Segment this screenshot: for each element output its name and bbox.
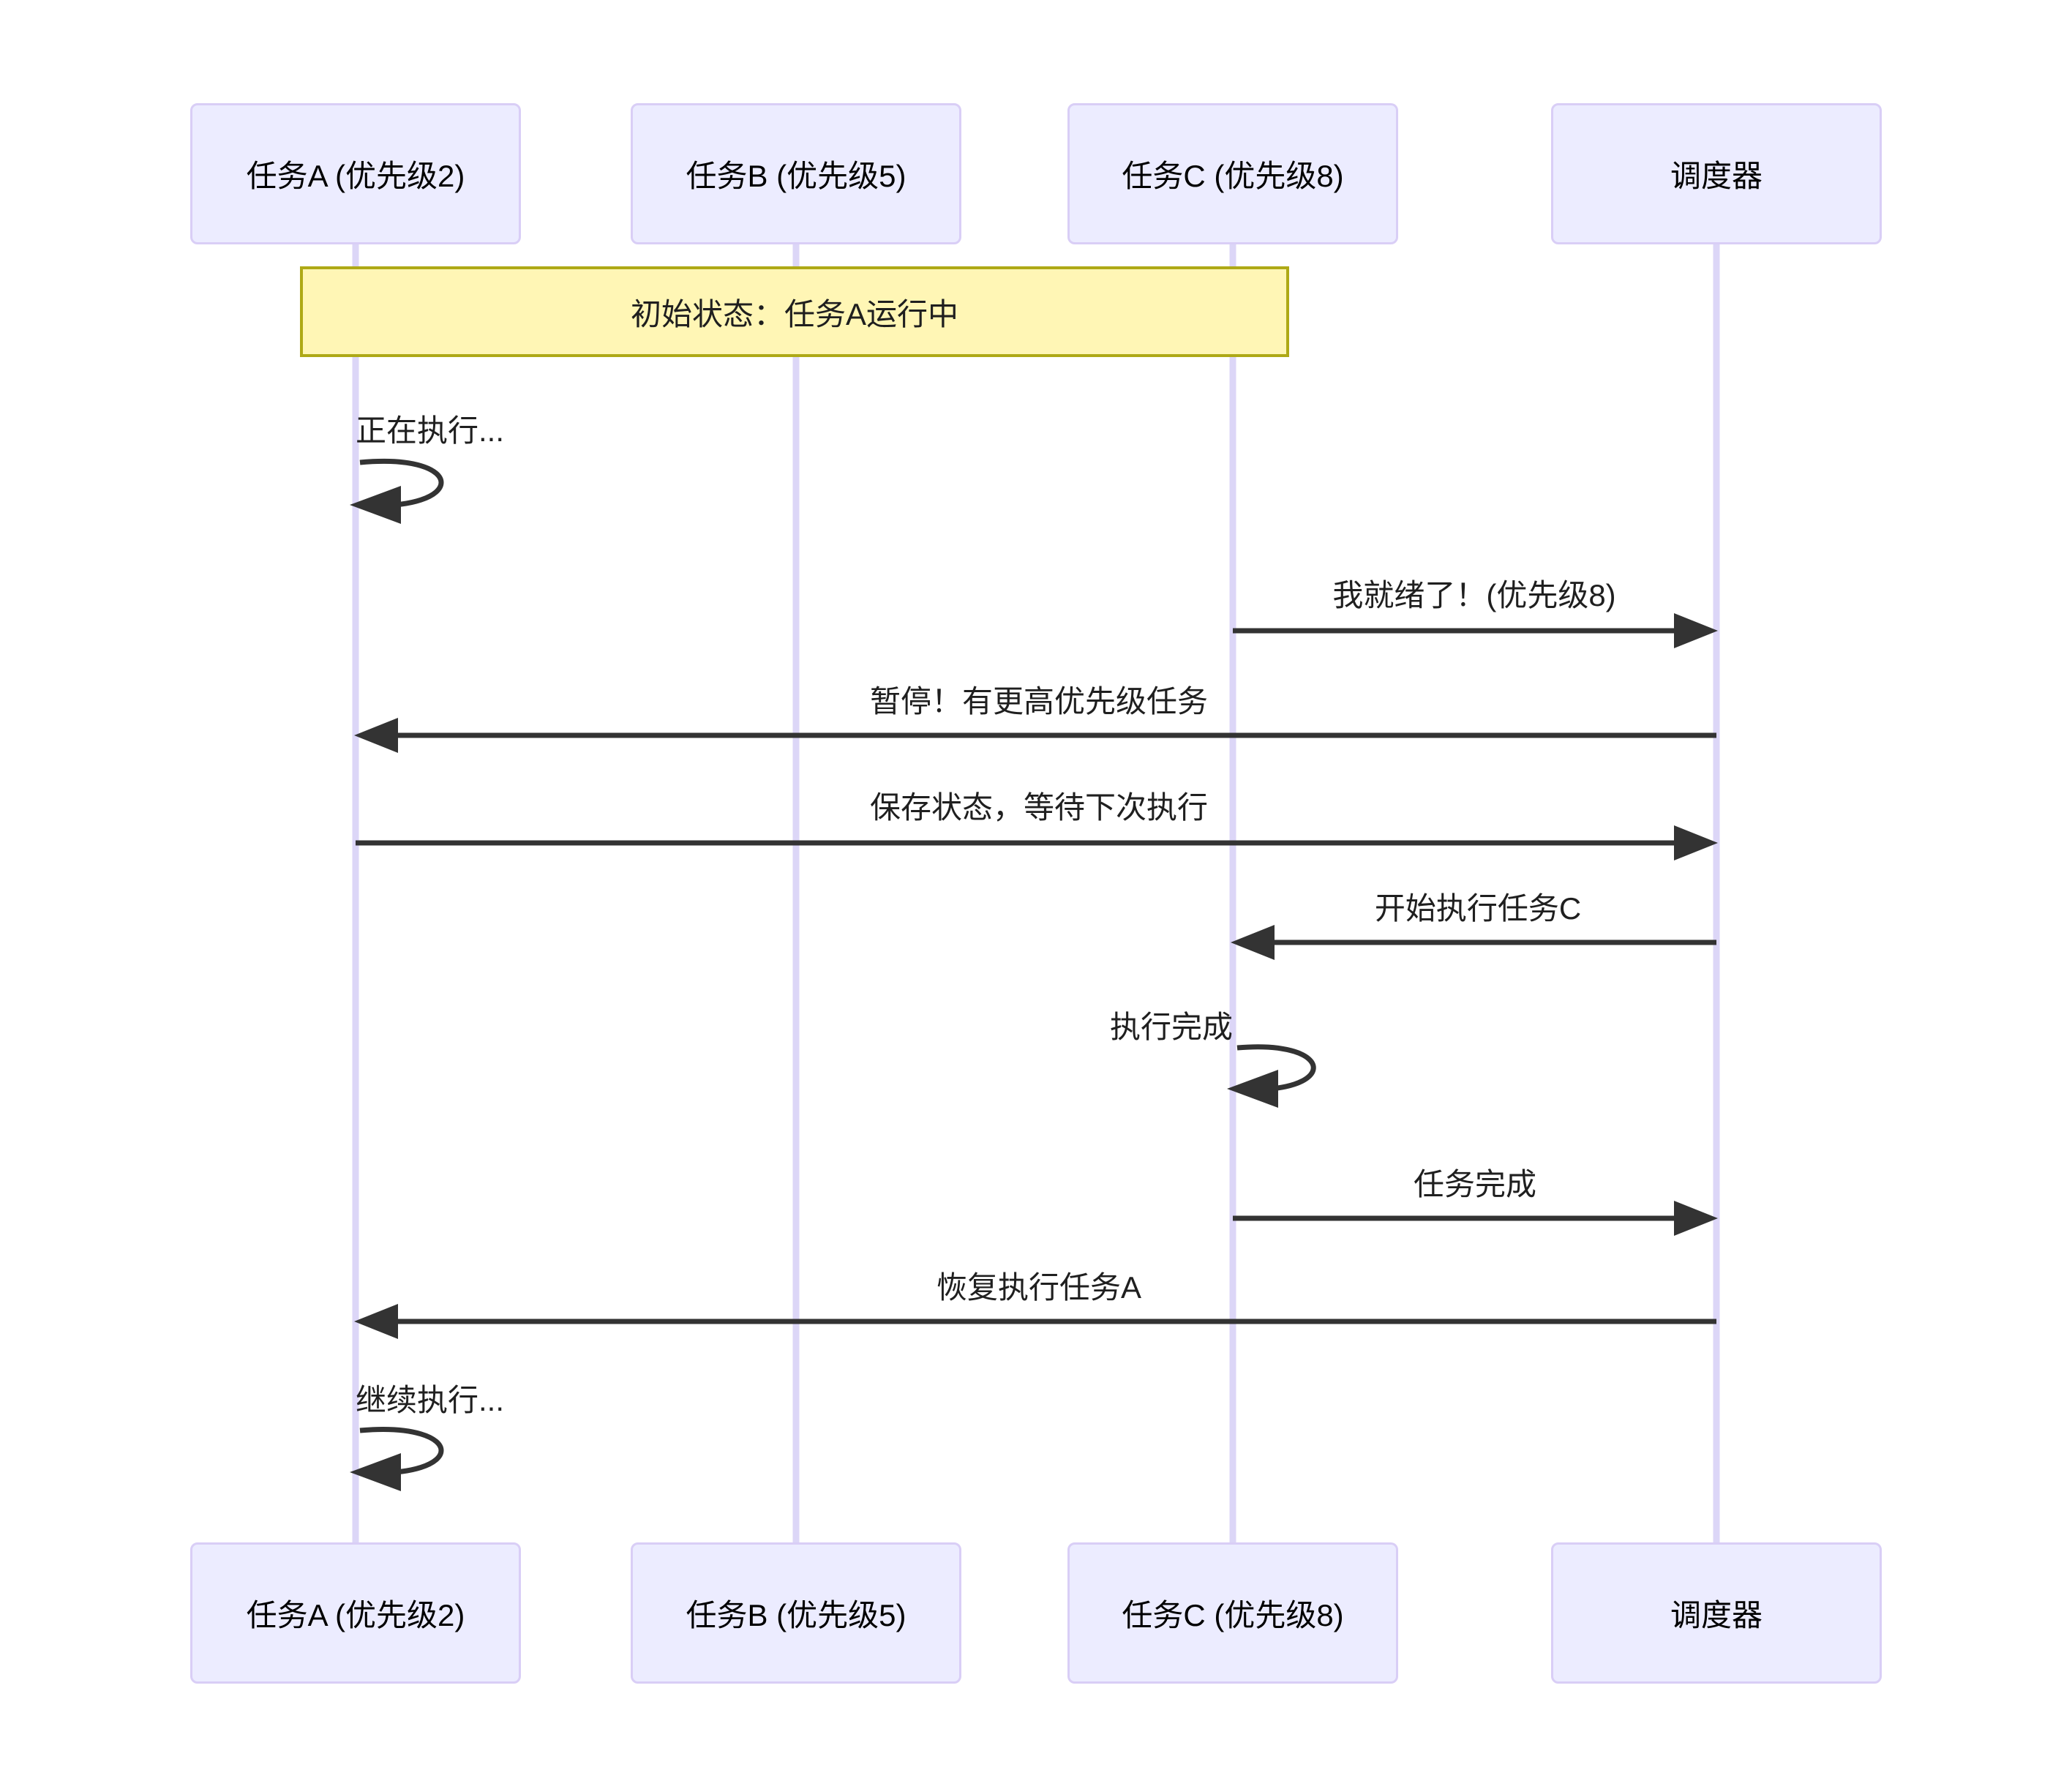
participant-label-scheduler-bottom: 调度器 (1670, 1598, 1763, 1632)
note-initial-state-label: 初始状态：任务A运行中 (630, 296, 958, 331)
participant-label-taskC-bottom: 任务C (优先级8) (1122, 1598, 1344, 1632)
message-arrow-resume-taska (354, 1304, 1716, 1339)
message-arrow-task-finished (1233, 1201, 1718, 1236)
participant-box-scheduler-bottom[interactable]: 调度器 (1551, 1542, 1882, 1684)
participant-box-taskC-bottom[interactable]: 任务C (优先级8) (1067, 1542, 1398, 1684)
participant-label-scheduler-top: 调度器 (1670, 159, 1763, 193)
message-label-task-finished: 任务完成 (1413, 1167, 1537, 1201)
message-arrow-save-state (356, 825, 1718, 860)
note-initial-state: 初始状态：任务A运行中 (300, 266, 1289, 357)
participant-box-taskC-top[interactable]: 任务C (优先级8) (1067, 103, 1398, 244)
message-arrow-ready (1233, 613, 1718, 648)
message-arrow-pause (354, 718, 1716, 753)
message-label-save-state: 保存状态，等待下次执行 (869, 790, 1209, 825)
participant-label-taskA-top: 任务A (优先级2) (246, 159, 465, 193)
participant-box-scheduler-top[interactable]: 调度器 (1551, 103, 1882, 244)
participant-label-taskB-top: 任务B (优先级5) (686, 159, 906, 193)
message-label-self-complete: 执行完成 (1109, 1010, 1233, 1044)
message-arrow-self-executing (350, 458, 444, 524)
message-arrow-self-complete (1227, 1044, 1316, 1108)
participant-box-taskA-bottom[interactable]: 任务A (优先级2) (190, 1542, 521, 1684)
message-label-self-continue: 继续执行... (356, 1383, 505, 1417)
participant-label-taskC-top: 任务C (优先级8) (1122, 159, 1344, 193)
message-label-ready: 我就绪了！(优先级8) (1332, 578, 1616, 612)
lifelines (352, 244, 1720, 1544)
message-label-resume-taska: 恢复执行任务A (936, 1270, 1142, 1305)
participant-box-taskB-top[interactable]: 任务B (优先级5) (631, 103, 961, 244)
message-label-start-taskc: 开始执行任务C (1374, 891, 1582, 926)
message-arrow-start-taskc (1231, 925, 1716, 960)
message-label-self-executing: 正在执行... (356, 413, 505, 448)
message-label-pause: 暂停！有更高优先级任务 (869, 684, 1209, 719)
participant-label-taskB-bottom: 任务B (优先级5) (686, 1598, 906, 1632)
message-arrow-self-continue (350, 1427, 444, 1491)
participant-box-taskB-bottom[interactable]: 任务B (优先级5) (631, 1542, 961, 1684)
participant-label-taskA-bottom: 任务A (优先级2) (246, 1598, 465, 1632)
participant-box-taskA-top[interactable]: 任务A (优先级2) (190, 103, 521, 244)
